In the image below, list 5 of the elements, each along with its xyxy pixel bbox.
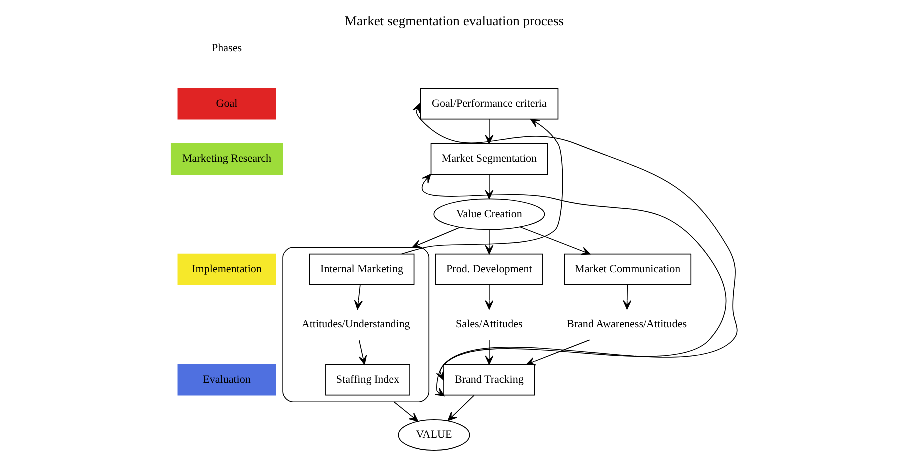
node-text: Brand Awareness/Attitudes — [566, 318, 687, 331]
label: Phases — [212, 42, 242, 55]
node-text: Attitudes/Understanding — [301, 318, 410, 331]
diagram-title: Market segmentation evaluation process — [344, 14, 564, 29]
node-text: Sales/Attitudes — [456, 318, 522, 331]
